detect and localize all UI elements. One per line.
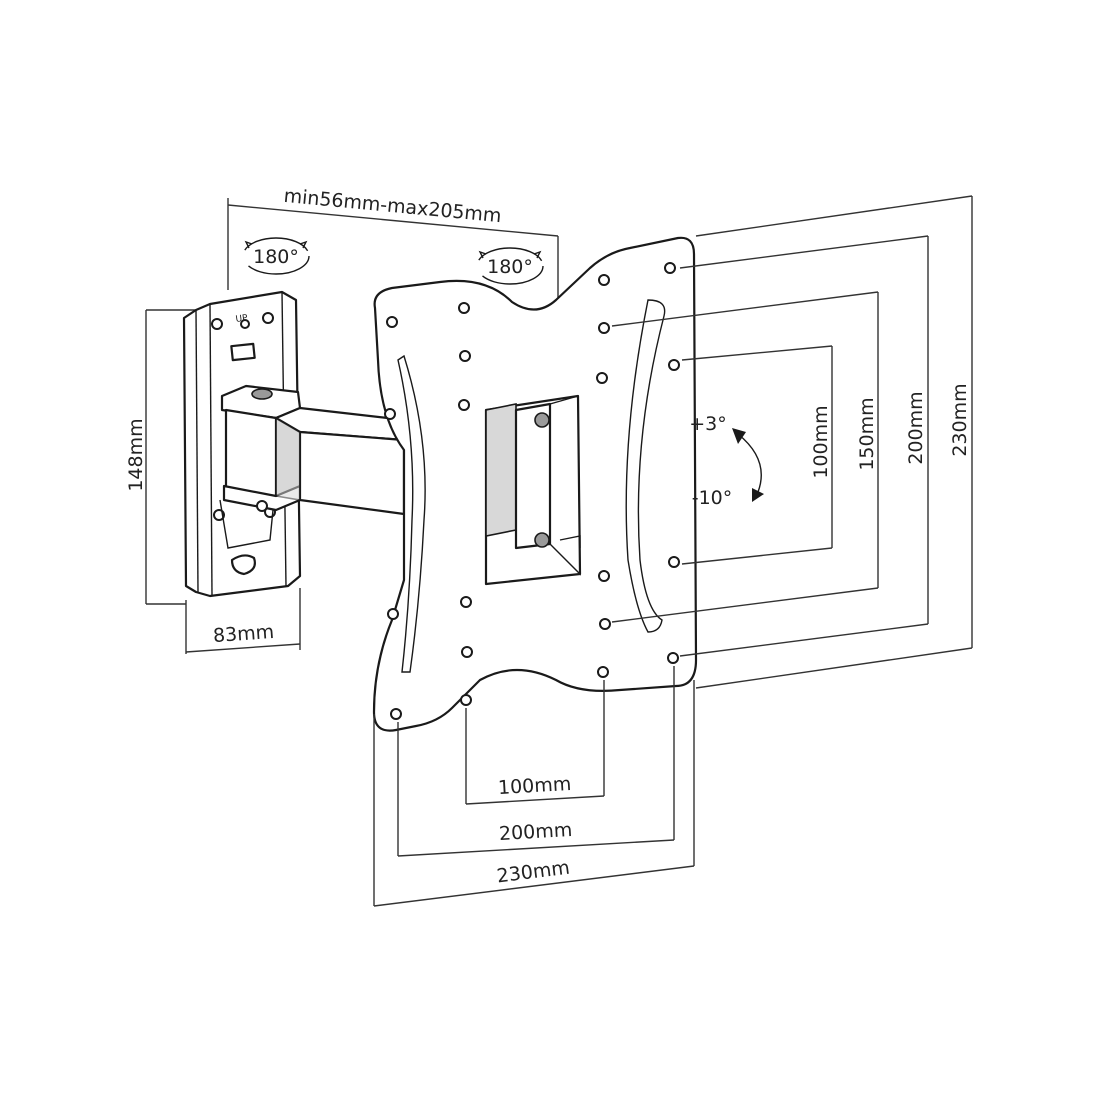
tilt-up-label: +3° (689, 413, 727, 435)
vesa-vertical-150: 150mm (856, 397, 878, 470)
wall-plate-depth-label: 83mm (212, 621, 275, 647)
width-dimension: min56mm-max205mm (227, 185, 559, 300)
up-marker: UP (235, 313, 249, 325)
vesa-plate (372, 236, 698, 732)
wall-plate-height-label: 148mm (125, 418, 147, 491)
wall-plate-height-dimension: 148mm (125, 309, 196, 605)
swivel-left-label: 180° (253, 246, 299, 268)
center-hole (240, 319, 250, 329)
vesa-horizontal-dimensions: 100mm 200mm 230mm (373, 666, 695, 907)
vesa-horizontal-200: 200mm (498, 819, 572, 845)
tilt-indicator: +3° -10° (689, 413, 764, 509)
vesa-vertical-dimensions: 100mm 150mm 200mm 230mm (611, 195, 973, 689)
swivel-arm (220, 384, 407, 516)
vesa-vertical-100: 100mm (810, 405, 832, 478)
tilt-down-label: -10° (692, 487, 733, 509)
vesa-vertical-230: 230mm (949, 383, 971, 456)
wall-plate-depth-dimension: 83mm (185, 588, 301, 654)
vesa-horizontal-100: 100mm (497, 773, 571, 799)
swivel-right-indicator: 180° (476, 247, 544, 285)
swivel-right-label: 180° (487, 256, 533, 278)
vesa-vertical-200: 200mm (905, 391, 927, 464)
swivel-left-indicator: 180° (242, 237, 310, 275)
